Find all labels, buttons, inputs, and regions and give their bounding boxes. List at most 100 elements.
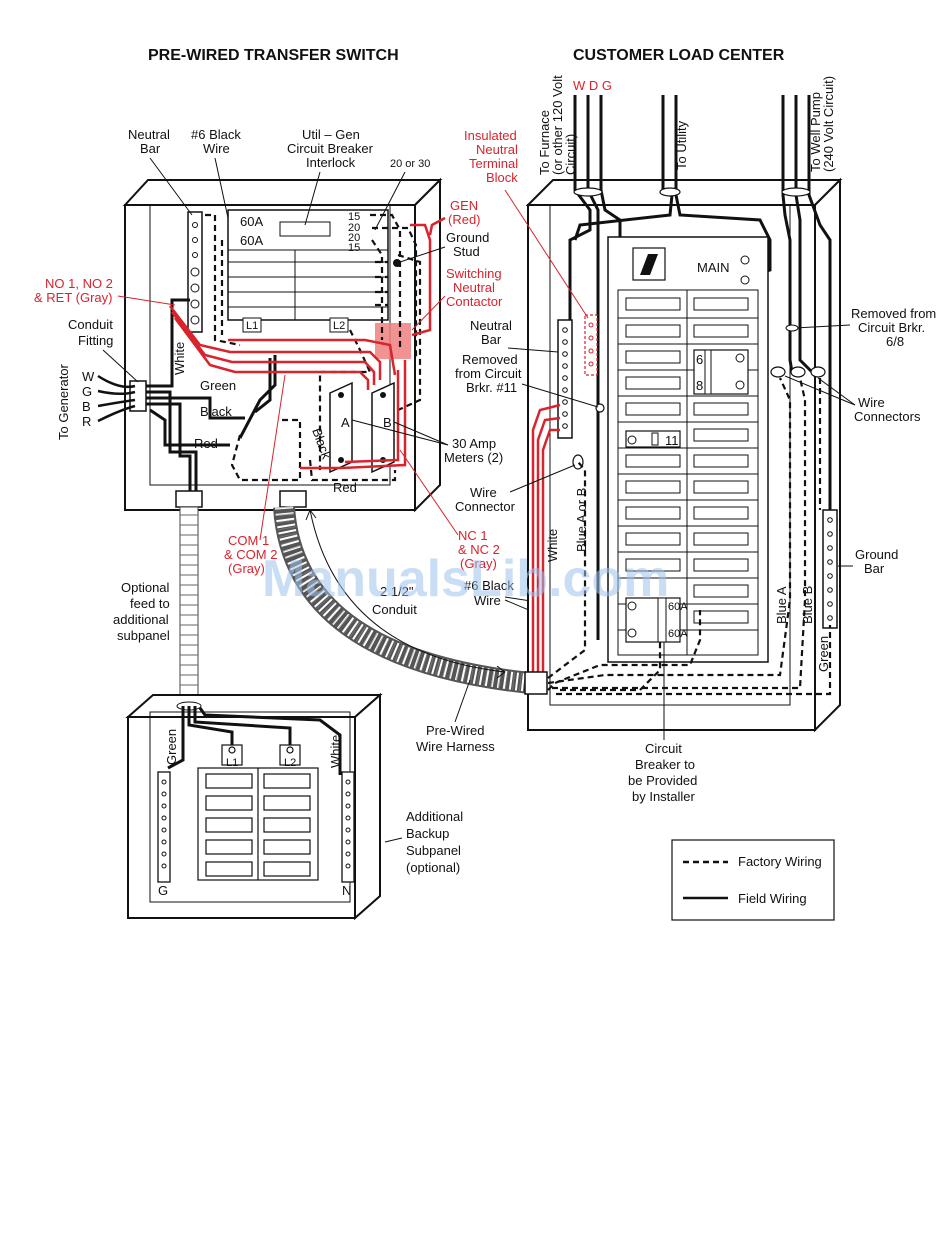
- ts-neutral-bar: [187, 211, 203, 333]
- breaker-60a-label-1: 60A: [668, 601, 688, 613]
- subpanel-l1-label: L1: [226, 757, 238, 769]
- gen-lead-g: G: [82, 384, 92, 399]
- svg-text:by Installer: by Installer: [632, 789, 696, 804]
- svg-text:#6 Black: #6 Black: [191, 127, 241, 142]
- label-neutral-bar: Neutral Bar: [128, 127, 193, 216]
- svg-text:Bar: Bar: [481, 332, 502, 347]
- svg-text:Util – Gen: Util – Gen: [302, 127, 360, 142]
- label-interlock: Util – Gen Circuit Breaker Interlock: [287, 127, 374, 226]
- svg-text:Wire: Wire: [474, 593, 501, 608]
- breaker-6-label: 6: [696, 352, 703, 367]
- svg-text:To Furnace: To Furnace: [537, 110, 552, 175]
- label-no-ret: NO 1, NO 2 & RET (Gray): [34, 276, 176, 306]
- svg-text:(Gray): (Gray): [460, 556, 497, 571]
- ts-label-green: Green: [200, 378, 236, 393]
- meter-b-label: B: [383, 415, 392, 430]
- ts-breaker-15-2: 15: [348, 242, 360, 254]
- lc-label-blue-a-or-b: Blue A or B: [574, 488, 589, 552]
- svg-text:Breaker to: Breaker to: [635, 757, 695, 772]
- svg-text:Connector: Connector: [455, 499, 516, 514]
- svg-text:Conduit: Conduit: [68, 317, 113, 332]
- svg-text:Removed: Removed: [462, 352, 518, 367]
- svg-text:& COM 2: & COM 2: [224, 547, 277, 562]
- label-to-generator: To Generator: [56, 363, 71, 440]
- label-lc-neutral-bar: Neutral Bar: [470, 318, 559, 353]
- label-conduit: 2 1/2" Conduit: [372, 584, 417, 617]
- legend: Factory Wiring Field Wiring: [671, 839, 835, 921]
- meter-a-label: A: [341, 415, 350, 430]
- svg-text:NC 1: NC 1: [458, 528, 488, 543]
- ground-stud: [393, 259, 401, 267]
- subpanel-label-green: Green: [164, 729, 179, 765]
- svg-text:Bar: Bar: [864, 561, 885, 576]
- title-transfer-switch: PRE-WIRED TRANSFER SWITCH: [148, 47, 399, 64]
- label-removed-11: Removed from Circuit Brkr. #11: [455, 352, 599, 408]
- ts-field-wiring: [146, 298, 277, 510]
- label-to-well-pump: To Well Pump (240 Volt Circuit): [808, 76, 836, 172]
- ts-breaker-60a-1: 60A: [240, 214, 263, 229]
- subpanel-label-n: N: [342, 883, 351, 898]
- ts-breaker-20-1: 20: [348, 222, 360, 234]
- svg-text:Bar: Bar: [140, 141, 161, 156]
- legend-factory-label: Factory Wiring: [738, 854, 822, 869]
- main-breaker-label: MAIN: [697, 260, 730, 275]
- breaker-11: [625, 430, 681, 448]
- ts-label-red-bottom: Red: [333, 480, 357, 495]
- watermark: ManualsLib.com: [262, 550, 669, 608]
- svg-text:(240 Volt Circuit): (240 Volt Circuit): [821, 76, 836, 172]
- svg-text:subpanel: subpanel: [117, 628, 170, 643]
- svg-text:(Gray): (Gray): [228, 561, 265, 576]
- subpanel-bars: [157, 771, 355, 883]
- gen-lead-r: R: [82, 414, 91, 429]
- svg-text:Block: Block: [486, 170, 518, 185]
- label-insulated-block: Insulated Neutral Terminal Block: [464, 128, 589, 319]
- svg-text:Neutral: Neutral: [470, 318, 512, 333]
- subpanel-label-white: White: [328, 735, 343, 768]
- label-optional-feed: Optional feed to additional subpanel: [113, 580, 170, 643]
- label-com: COM 1 & COM 2 (Gray): [224, 374, 286, 576]
- svg-text:#6 Black: #6 Black: [464, 578, 514, 593]
- lc-label-green: Green: [816, 636, 831, 672]
- switching-neutral-contactor: [375, 323, 411, 359]
- svg-text:Ground: Ground: [855, 547, 898, 562]
- label-nc: NC 1 & NC 2 (Gray): [399, 449, 500, 571]
- svg-text:Wire: Wire: [203, 141, 230, 156]
- svg-text:Switching: Switching: [446, 266, 502, 281]
- lc-factory-wiring: [547, 377, 832, 696]
- svg-text:(Red): (Red): [448, 212, 481, 227]
- svg-text:Removed from: Removed from: [851, 306, 936, 321]
- label-to-furnace: To Furnace (or other 120 Volt Circuit): [537, 75, 578, 175]
- svg-text:6/8: 6/8: [886, 334, 904, 349]
- ts-label-red: Red: [194, 436, 218, 451]
- subpanel-wires: [167, 706, 342, 775]
- label-wdg: W D G: [573, 78, 612, 93]
- svg-text:Neutral: Neutral: [476, 142, 518, 157]
- ts-breaker-20-2: 20: [348, 232, 360, 244]
- ts-breaker-60a-2: 60A: [240, 233, 263, 248]
- label-conduit-fitting: Conduit Fitting: [68, 317, 139, 383]
- svg-text:Optional: Optional: [121, 580, 170, 595]
- lc-label-white: White: [545, 529, 560, 562]
- svg-text:20 or 30: 20 or 30: [390, 158, 430, 170]
- breaker-11-label: 11: [665, 433, 679, 448]
- label-20-or-30: 20 or 30: [374, 158, 430, 231]
- lc-label-blue-a: Blue A: [774, 586, 789, 624]
- svg-text:Circuit Breaker: Circuit Breaker: [287, 141, 374, 156]
- label-backup-subpanel: Additional Backup Subpanel (optional): [384, 809, 463, 875]
- svg-text:Contactor: Contactor: [446, 294, 503, 309]
- label-removed-68: Removed from Circuit Brkr. 6/8: [785, 306, 936, 349]
- ts-l2-label: L2: [333, 320, 345, 332]
- conduit-fitting: [97, 374, 147, 423]
- lc-label-blue-b: Blue B: [800, 586, 815, 624]
- label-ground-stud: Ground Stud: [399, 230, 489, 263]
- label-gen-red: GEN (Red): [448, 198, 481, 227]
- amp-meters: [329, 381, 395, 474]
- subpanel-l2-label: L2: [284, 757, 296, 769]
- lc-ground-bar: [822, 509, 838, 629]
- svg-text:& NC 2: & NC 2: [458, 542, 500, 557]
- label-circuit-breaker: Circuit Breaker to be Provided by Instal…: [628, 642, 697, 804]
- lc-neutral-bar: [557, 319, 573, 439]
- lc-top-knockouts: [573, 187, 811, 197]
- svg-text:To Well Pump: To Well Pump: [808, 92, 823, 172]
- svg-text:be Provided: be Provided: [628, 773, 697, 788]
